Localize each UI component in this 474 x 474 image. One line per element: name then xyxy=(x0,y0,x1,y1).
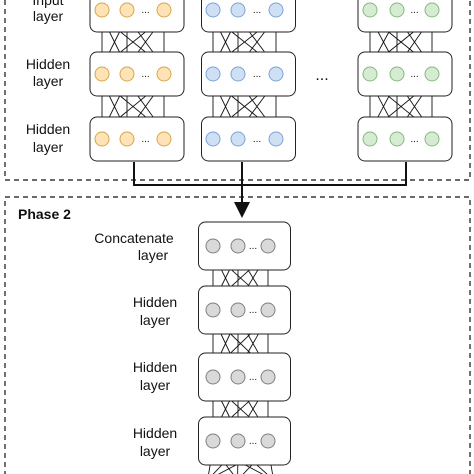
phase1-column-1-node-ellipsis: ... xyxy=(141,134,149,145)
hidden-layer-label-2-line2: layer xyxy=(33,139,64,155)
phase1-column-3-node xyxy=(362,2,378,18)
phase1-column-3-node-ellipsis: ... xyxy=(410,5,418,16)
concatenate-layer-label-line2: layer xyxy=(138,247,169,263)
phase2-node xyxy=(230,369,246,385)
phase1-column-1-node xyxy=(156,2,172,18)
phase1-column-2-node xyxy=(268,131,284,147)
phase1-column-3-node xyxy=(424,131,440,147)
phase2-hidden-label-3-line2: layer xyxy=(140,443,171,459)
phase1-layer-boxes xyxy=(89,0,453,162)
phase1-column-1-node-ellipsis: ... xyxy=(141,69,149,80)
phase2-nodes: ............ xyxy=(205,238,276,449)
phase1-column-2-node-ellipsis: ... xyxy=(253,5,261,16)
phase2-node xyxy=(260,238,276,254)
phase2-node xyxy=(205,433,221,449)
phase2-node xyxy=(260,369,276,385)
phase1-column-1-node xyxy=(94,2,110,18)
phase1-column-3-node xyxy=(362,131,378,147)
phase1-column-3-node-ellipsis: ... xyxy=(410,134,418,145)
phase1-column-2-node xyxy=(230,66,246,82)
phase1-column-3-node xyxy=(389,2,405,18)
phase2-node-ellipsis: ... xyxy=(249,436,257,447)
phase1-column-1-node xyxy=(156,131,172,147)
phase1-column-3-node xyxy=(424,2,440,18)
phase2-node xyxy=(205,369,221,385)
phase1-nodes: ........................... xyxy=(94,2,440,147)
phase1-column-1-node xyxy=(94,66,110,82)
phase1-column-1-node xyxy=(119,2,135,18)
phase1-column-2-node xyxy=(230,131,246,147)
phase2-node xyxy=(260,302,276,318)
phase2-hidden-label-3-line1: Hidden xyxy=(133,425,177,441)
phase2-node xyxy=(230,302,246,318)
phase2-node-ellipsis: ... xyxy=(249,372,257,383)
phase2-node xyxy=(205,238,221,254)
phase2-hidden-label-2-line1: Hidden xyxy=(133,359,177,375)
phase1-column-1-layer-box xyxy=(89,51,185,97)
phase1-column-2-node-ellipsis: ... xyxy=(253,69,261,80)
between-columns-ellipsis: ... xyxy=(315,67,328,84)
merge-connector xyxy=(133,162,407,214)
phase2-hidden-label-1-line2: layer xyxy=(140,312,171,328)
concatenate-layer-label-line1: Concatenate xyxy=(94,230,174,246)
phase2-node xyxy=(260,433,276,449)
phase1-column-1-node xyxy=(119,131,135,147)
phase1-column-2-node xyxy=(205,66,221,82)
phase2-node-ellipsis: ... xyxy=(249,241,257,252)
hidden-layer-label-1-line1: Hidden xyxy=(26,56,70,72)
phase2-hidden-label-1-line1: Hidden xyxy=(133,294,177,310)
phase2-dashed-box xyxy=(4,196,471,474)
phase2-node-ellipsis: ... xyxy=(249,305,257,316)
phase1-column-3-node-ellipsis: ... xyxy=(410,69,418,80)
phase2-hidden-label-2-line2: layer xyxy=(140,377,171,393)
phase1-column-2-layer-box xyxy=(201,116,296,162)
phase2-node xyxy=(205,302,221,318)
input-layer-label-line1: Input xyxy=(32,0,63,8)
phase1-column-1-node-ellipsis: ... xyxy=(141,5,149,16)
phase2-title: Phase 2 xyxy=(18,206,71,222)
phase2-node xyxy=(230,238,246,254)
phase1-column-2-layer-box xyxy=(201,51,296,97)
phase1-column-1-node xyxy=(156,66,172,82)
phase1-column-3-node xyxy=(424,66,440,82)
phase2-node xyxy=(230,433,246,449)
hidden-layer-label-1-line2: layer xyxy=(33,73,64,89)
phase1-column-2-node xyxy=(205,131,221,147)
phase2-layer-boxes xyxy=(198,221,291,466)
phase1-column-3-node xyxy=(362,66,378,82)
phase1-column-1-layer-box xyxy=(89,116,185,162)
phase1-column-3-layer-box xyxy=(357,116,453,162)
phase1-column-2-node xyxy=(268,2,284,18)
phase1-column-1-node xyxy=(119,66,135,82)
phase1-column-2-node-ellipsis: ... xyxy=(253,134,261,145)
phase1-column-1-node xyxy=(94,131,110,147)
phase1-column-2-node xyxy=(268,66,284,82)
phase1-column-3-node xyxy=(389,131,405,147)
phase1-column-3-layer-box xyxy=(357,51,453,97)
input-layer-label-line2: layer xyxy=(33,8,64,24)
phase1-column-2-node xyxy=(205,2,221,18)
phase1-column-2-node xyxy=(230,2,246,18)
hidden-layer-label-2-line1: Hidden xyxy=(26,121,70,137)
phase1-column-3-node xyxy=(389,66,405,82)
